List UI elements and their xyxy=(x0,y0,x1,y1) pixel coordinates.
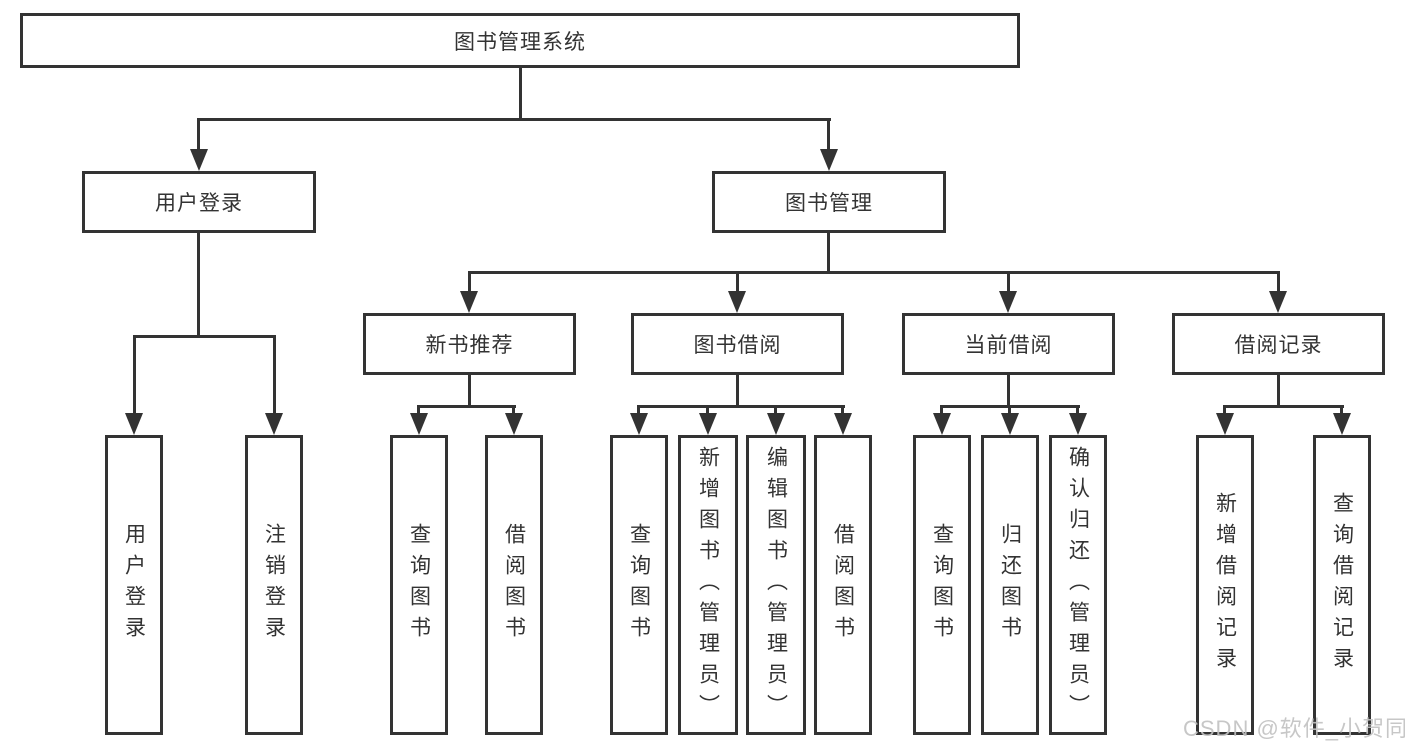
node-label: 用户登录 xyxy=(122,523,146,647)
node-label: 注销登录 xyxy=(262,523,286,647)
connector-line xyxy=(519,68,522,118)
connector-line xyxy=(1277,375,1280,405)
leaf-add-books-admin: 新增图书（管理员） xyxy=(678,435,738,735)
node-label: 新增图书（管理员） xyxy=(696,445,720,725)
connector-line xyxy=(940,405,943,417)
node-label: 新书推荐 xyxy=(425,334,514,357)
node-label: 查询图书 xyxy=(407,523,431,647)
leaf-confirm-return-admin: 确认归还（管理员） xyxy=(1049,435,1107,735)
node-label: 查询图书 xyxy=(930,523,954,647)
arrow-down-icon xyxy=(933,413,951,435)
connector-line xyxy=(706,405,709,417)
node-new-book-recommend: 新书推荐 xyxy=(363,313,576,375)
node-label: 借阅图书 xyxy=(502,523,526,647)
connector-line xyxy=(197,233,200,335)
node-label: 新增借阅记录 xyxy=(1213,492,1237,678)
connector-line xyxy=(468,271,1280,274)
connector-line xyxy=(1340,405,1343,417)
leaf-add-borrow-record: 新增借阅记录 xyxy=(1196,435,1254,735)
connector-line xyxy=(1076,405,1079,417)
connector-line xyxy=(774,405,777,417)
arrow-down-icon xyxy=(1333,413,1351,435)
node-label: 确认归还（管理员） xyxy=(1066,445,1090,725)
connector-line xyxy=(736,271,739,293)
connector-line xyxy=(133,335,136,415)
arrow-down-icon xyxy=(505,413,523,435)
leaf-query-books-borrowing: 查询图书 xyxy=(610,435,668,735)
node-label: 编辑图书（管理员） xyxy=(764,445,788,725)
leaf-query-borrow-record: 查询借阅记录 xyxy=(1313,435,1371,735)
arrow-down-icon xyxy=(265,413,283,435)
node-label: 查询借阅记录 xyxy=(1330,492,1354,678)
arrow-down-icon xyxy=(1216,413,1234,435)
node-label: 图书管理 xyxy=(785,192,873,215)
node-borrowing-records: 借阅记录 xyxy=(1172,313,1385,375)
arrow-down-icon xyxy=(728,291,746,313)
arrow-down-icon xyxy=(410,413,428,435)
node-label: 图书借阅 xyxy=(693,334,782,357)
connector-line xyxy=(827,118,830,152)
node-label: 当前借阅 xyxy=(964,334,1053,357)
connector-line xyxy=(637,405,640,417)
node-user-login: 用户登录 xyxy=(82,171,316,233)
node-root: 图书管理系统 xyxy=(20,13,1020,68)
arrow-down-icon xyxy=(999,291,1017,313)
node-book-borrowing: 图书借阅 xyxy=(631,313,844,375)
connector-line xyxy=(512,405,515,417)
node-label: 归还图书 xyxy=(998,523,1022,647)
arrow-down-icon xyxy=(125,413,143,435)
connector-line xyxy=(197,118,200,152)
leaf-borrow-books: 借阅图书 xyxy=(814,435,872,735)
connector-line xyxy=(1008,405,1011,417)
arrow-down-icon xyxy=(834,413,852,435)
connector-line xyxy=(273,335,276,415)
connector-line xyxy=(468,271,471,293)
leaf-user-login: 用户登录 xyxy=(105,435,163,735)
arrow-down-icon xyxy=(190,149,208,171)
arrow-down-icon xyxy=(630,413,648,435)
arrow-down-icon xyxy=(1001,413,1019,435)
leaf-query-books-current: 查询图书 xyxy=(913,435,971,735)
connector-line xyxy=(1007,271,1010,293)
node-label: 用户登录 xyxy=(155,192,243,215)
node-label: 查询图书 xyxy=(627,523,651,647)
connector-line xyxy=(1223,405,1226,417)
leaf-borrow-books-recommend: 借阅图书 xyxy=(485,435,543,735)
connector-line xyxy=(841,405,844,417)
connector-line xyxy=(1277,271,1280,293)
leaf-query-books-recommend: 查询图书 xyxy=(390,435,448,735)
node-book-management: 图书管理 xyxy=(712,171,946,233)
connector-line xyxy=(736,375,739,405)
connector-line xyxy=(417,405,516,408)
connector-line xyxy=(468,375,471,405)
connector-line xyxy=(417,405,420,417)
arrow-down-icon xyxy=(767,413,785,435)
leaf-logout: 注销登录 xyxy=(245,435,303,735)
node-label: 图书管理系统 xyxy=(454,30,586,54)
connector-line xyxy=(637,405,845,408)
node-label: 借阅记录 xyxy=(1234,334,1323,357)
connector-line xyxy=(827,233,830,271)
leaf-return-books: 归还图书 xyxy=(981,435,1039,735)
connector-line xyxy=(133,335,276,338)
node-current-borrowing: 当前借阅 xyxy=(902,313,1115,375)
node-label: 借阅图书 xyxy=(831,523,855,647)
csdn-watermark: CSDN @软件_小贺同学 xyxy=(1183,716,1405,741)
arrow-down-icon xyxy=(460,291,478,313)
arrow-down-icon xyxy=(1069,413,1087,435)
connector-line xyxy=(197,118,831,121)
leaf-edit-books-admin: 编辑图书（管理员） xyxy=(746,435,806,735)
connector-line xyxy=(1007,375,1010,405)
arrow-down-icon xyxy=(699,413,717,435)
arrow-down-icon xyxy=(820,149,838,171)
arrow-down-icon xyxy=(1269,291,1287,313)
connector-line xyxy=(1223,405,1344,408)
